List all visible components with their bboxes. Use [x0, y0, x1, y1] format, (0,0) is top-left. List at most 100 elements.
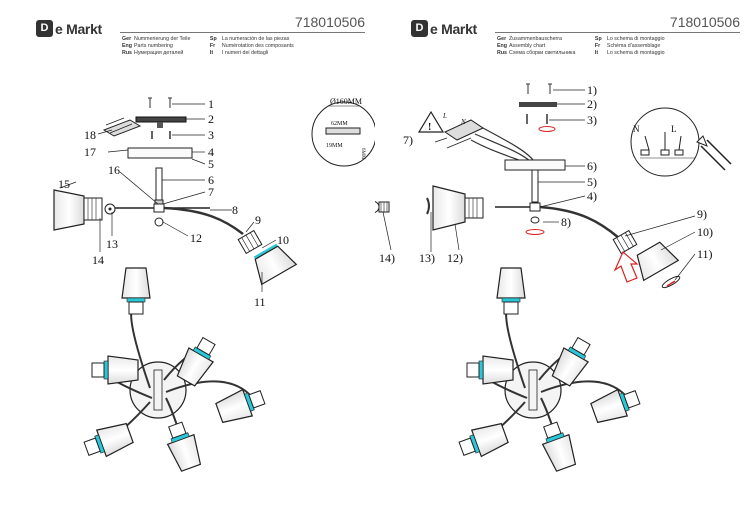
callout: 1: [208, 97, 214, 111]
header-rule: [120, 32, 365, 33]
rotate-arrow-icon: [525, 229, 545, 235]
finial-icon: [530, 216, 540, 224]
callout: 9: [255, 213, 261, 227]
wire-label-l: L: [671, 124, 677, 134]
screw-icon: [148, 97, 172, 108]
callout: 5): [587, 175, 597, 189]
callout: 6): [587, 159, 597, 173]
bulb-icon: [375, 201, 390, 213]
callout: 13): [419, 251, 435, 265]
depth-label: 19MM: [326, 143, 343, 149]
socket-icon: [83, 197, 116, 221]
brand-logo-mark: D: [36, 20, 53, 37]
shade-icon: [432, 185, 466, 231]
callout: 5: [208, 157, 214, 171]
callout: 8: [232, 203, 238, 217]
callout: 14: [92, 253, 104, 267]
callout: 9): [697, 207, 707, 221]
callout: 1): [587, 83, 597, 97]
dimension-detail: Ø160MM 62MM 19MM 6MM: [311, 97, 375, 167]
callout: 12): [447, 251, 463, 265]
callout: 13: [106, 237, 118, 251]
callout: 6: [208, 173, 214, 187]
callout: 12: [190, 231, 202, 245]
wire-label-n: N: [460, 118, 466, 126]
finial-icon: [154, 217, 164, 227]
brand-logo-mark: D: [411, 20, 428, 37]
curved-arm: [539, 205, 620, 239]
callout: 11): [697, 247, 713, 261]
rod-icon: [531, 169, 539, 203]
brand-logo: D e Markt: [411, 20, 477, 37]
curved-arm: [163, 206, 244, 235]
callout: 10: [277, 233, 289, 247]
shade-icon: [636, 241, 680, 282]
canopy-icon: [127, 147, 193, 159]
article-number: 718010506: [294, 14, 365, 30]
socket-icon: [464, 197, 484, 219]
wires: [470, 127, 534, 165]
terminal-block-icon: [102, 117, 142, 137]
wire-label-n: N: [633, 124, 640, 134]
rod-icon: [154, 167, 164, 207]
callout: 14): [379, 251, 395, 265]
leader-lines: [59, 103, 277, 292]
screw-icon: [526, 83, 552, 94]
callout: 11: [254, 295, 266, 309]
wire-label-l: L: [442, 112, 447, 120]
canopy-icon: [504, 159, 566, 171]
pliers-icon: [696, 135, 732, 171]
height-label: 6MM: [360, 148, 365, 160]
exploded-parts-drawing: Ø160MM 62MM 19MM 6MM: [53, 97, 375, 474]
ring-icon: [426, 197, 430, 215]
brand-logo-text: e Markt: [55, 20, 102, 37]
warning-icon: !: [417, 110, 445, 133]
hub-icon: [153, 203, 165, 213]
callout: 2: [208, 112, 214, 126]
mounting-bar-icon: [519, 102, 557, 107]
callout: 16: [108, 163, 120, 177]
ring-icon: [661, 275, 681, 289]
up-arrow-icon: [613, 251, 639, 283]
callout: 10): [697, 225, 713, 239]
callout: 17: [84, 145, 96, 159]
assembled-chandelier: [81, 267, 268, 474]
svg-text:!: !: [428, 122, 431, 133]
header-rule: [495, 32, 740, 33]
callout: 4: [208, 145, 214, 159]
hub-icon: [529, 202, 541, 212]
leader-lines: [382, 89, 696, 281]
width-label: 62MM: [331, 121, 348, 127]
callout: 8): [561, 215, 571, 229]
socket-icon: [612, 229, 638, 255]
assembled-chandelier: [456, 267, 643, 474]
callout: 18: [84, 128, 96, 142]
diameter-label: Ø160MM: [330, 97, 362, 106]
mounting-bar-icon: [135, 116, 187, 128]
callout: 2): [587, 97, 597, 111]
callout: 4): [587, 189, 597, 203]
socket-icon: [237, 229, 263, 255]
assembly-drawing: ! L N: [375, 83, 732, 474]
wiring-inset: N L: [630, 107, 700, 177]
callout: 15: [58, 177, 70, 191]
callout: 3): [587, 113, 597, 127]
brand-logo-text: e Markt: [430, 20, 477, 37]
screw-icon: [151, 131, 171, 139]
